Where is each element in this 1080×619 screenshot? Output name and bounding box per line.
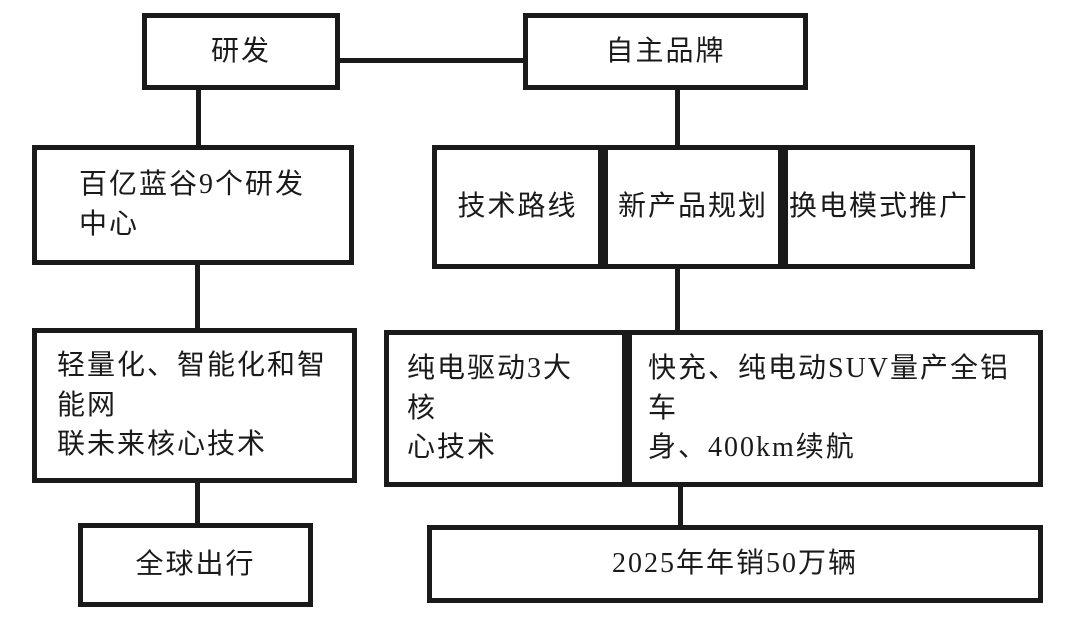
node-fast-charge-suv-label: 快充、纯电动SUV量产全铝车 身、400km续航 — [648, 352, 1011, 464]
node-rd-label: 研发 — [210, 35, 271, 67]
node-new-product-plan: 新产品规划 — [603, 145, 783, 269]
node-lightweight-intelligent-tech: 轻量化、智能化和智能网 联未来核心技术 — [32, 328, 357, 483]
node-global-mobility-label: 全球出行 — [135, 549, 256, 581]
node-own-brand-label: 自主品牌 — [605, 35, 726, 67]
node-lan-valley-rd-centers-label: 百亿蓝谷9个研发 中心 — [79, 169, 306, 240]
connector-brand-to-row2 — [675, 90, 680, 145]
node-lightweight-intelligent-tech-label: 轻量化、智能化和智能网 联未来核心技术 — [57, 349, 328, 461]
connector-lightweight-to-global — [195, 483, 200, 523]
node-ev-drive-core-tech: 纯电驱动3大核 心技术 — [384, 330, 627, 487]
connector-rd-to-lanvalley — [196, 90, 201, 145]
node-global-mobility: 全球出行 — [78, 523, 313, 607]
node-lan-valley-rd-centers: 百亿蓝谷9个研发 中心 — [32, 145, 354, 265]
node-ev-drive-core-tech-label: 纯电驱动3大核 心技术 — [407, 352, 574, 464]
connector-fastcharge-to-sales — [678, 487, 683, 525]
connector-lanvalley-to-lightweight — [195, 265, 200, 328]
node-rd: 研发 — [142, 13, 340, 90]
node-tech-route: 技术路线 — [432, 145, 603, 269]
connector-rd-to-brand — [340, 58, 523, 63]
node-2025-sales-target-label: 2025年年销50万辆 — [611, 548, 858, 580]
node-new-product-plan-label: 新产品规划 — [617, 191, 768, 223]
node-own-brand: 自主品牌 — [523, 13, 808, 90]
node-fast-charge-suv: 快充、纯电动SUV量产全铝车 身、400km续航 — [627, 330, 1043, 487]
node-tech-route-label: 技术路线 — [457, 191, 578, 223]
node-battery-swap-promotion-label: 换电模式推广 — [788, 191, 969, 223]
connector-newproduct-to-row3 — [675, 269, 680, 330]
node-2025-sales-target: 2025年年销50万辆 — [427, 525, 1043, 603]
node-battery-swap-promotion: 换电模式推广 — [783, 145, 975, 269]
